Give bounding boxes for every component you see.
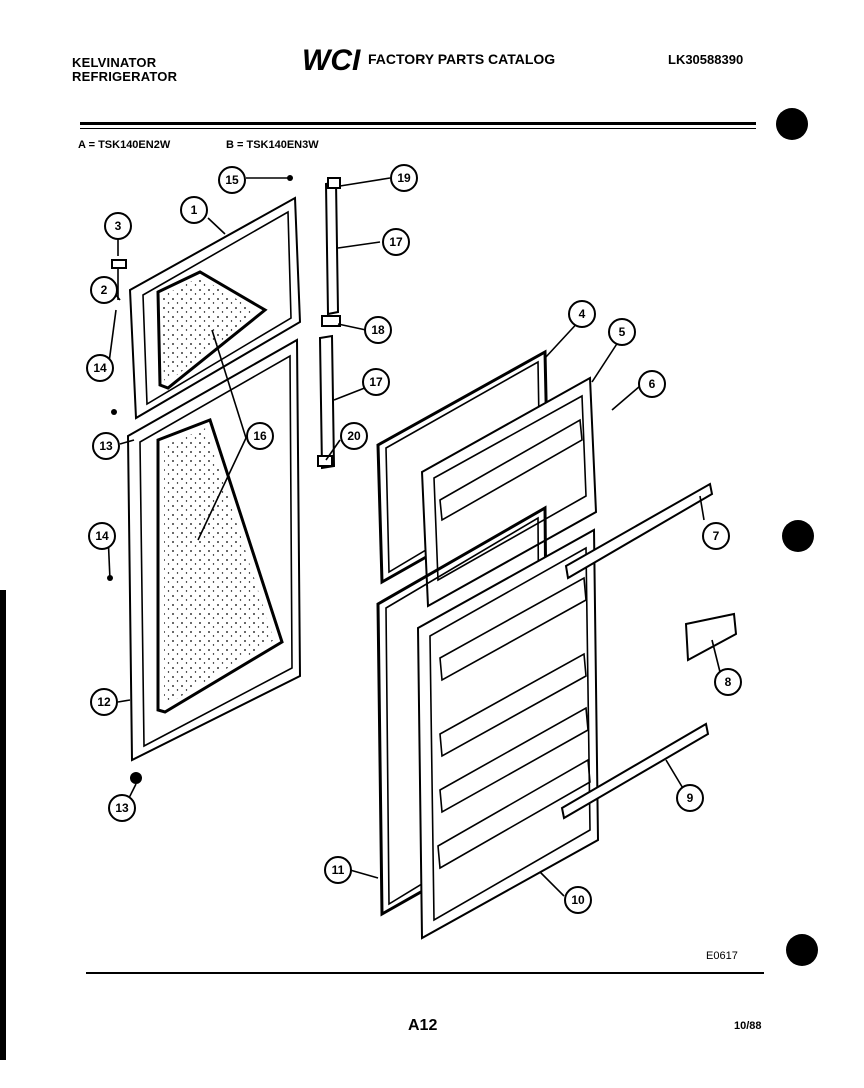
svg-text:3: 3 bbox=[115, 219, 122, 233]
header-rule bbox=[80, 122, 756, 125]
svg-text:14: 14 bbox=[93, 361, 107, 375]
punch-hole-top bbox=[776, 108, 808, 140]
svg-text:16: 16 bbox=[253, 429, 267, 443]
svg-text:13: 13 bbox=[115, 801, 129, 815]
callout-18: 18 bbox=[364, 316, 392, 344]
callout-15: 15 bbox=[218, 166, 246, 194]
callout-17-bottom: 17 bbox=[362, 368, 390, 396]
page-number: A12 bbox=[408, 1017, 438, 1034]
punch-hole-middle bbox=[782, 520, 814, 552]
header-rule-thin bbox=[80, 128, 756, 129]
svg-text:10: 10 bbox=[571, 893, 585, 907]
svg-text:5: 5 bbox=[619, 325, 626, 339]
page-edge-mark bbox=[0, 590, 6, 1060]
svg-text:2: 2 bbox=[101, 283, 108, 297]
svg-text:4: 4 bbox=[579, 307, 586, 321]
callout-1: 1 bbox=[180, 196, 208, 224]
svg-text:15: 15 bbox=[225, 173, 239, 187]
catalog-title: FACTORY PARTS CATALOG bbox=[368, 51, 556, 67]
svg-text:7: 7 bbox=[713, 529, 720, 543]
punch-hole-bottom bbox=[786, 934, 818, 966]
wci-logo: WCI bbox=[302, 44, 361, 74]
svg-text:17: 17 bbox=[389, 235, 403, 249]
callout-12: 12 bbox=[90, 688, 118, 716]
callout-2: 2 bbox=[90, 276, 118, 304]
callout-16-left: 16 bbox=[246, 422, 274, 450]
brand-block: KELVINATOR REFRIGERATOR bbox=[72, 56, 177, 84]
shelf-rails bbox=[560, 482, 738, 820]
svg-text:11: 11 bbox=[332, 863, 345, 877]
svg-text:17: 17 bbox=[369, 375, 383, 389]
callout-13-bottom: 13 bbox=[108, 794, 136, 822]
catalog-part-number: LK30588390 bbox=[668, 52, 744, 67]
callout-bubbles: 1 2 3 4 5 6 7 8 9 10 11 12 13 13 14 14 1… bbox=[86, 164, 742, 914]
svg-text:19: 19 bbox=[397, 171, 411, 185]
footer-rule bbox=[86, 972, 764, 974]
svg-text:18: 18 bbox=[371, 323, 385, 337]
svg-text:8: 8 bbox=[725, 675, 732, 689]
door-handles bbox=[317, 177, 341, 470]
model-a-label: A = TSK140EN2W bbox=[78, 139, 171, 151]
model-b-label: B = TSK140EN3W bbox=[226, 139, 319, 151]
svg-text:1: 1 bbox=[191, 203, 198, 217]
leader-lines bbox=[107, 177, 721, 897]
fresh-food-inner-panel bbox=[416, 528, 600, 940]
callout-13-top: 13 bbox=[92, 432, 120, 460]
svg-text:13: 13 bbox=[99, 439, 113, 453]
callout-19: 19 bbox=[390, 164, 418, 192]
hinge-parts bbox=[107, 175, 293, 784]
callout-14-top: 14 bbox=[86, 354, 114, 382]
freezer-inner-panel bbox=[420, 376, 598, 608]
freezer-door bbox=[128, 196, 302, 420]
callout-11: 11 bbox=[324, 856, 352, 884]
callout-7: 7 bbox=[702, 522, 730, 550]
callout-20: 20 bbox=[340, 422, 368, 450]
revision-date: 10/88 bbox=[734, 1020, 762, 1032]
svg-text:20: 20 bbox=[347, 429, 361, 443]
illustration-code: E0617 bbox=[706, 950, 738, 962]
callout-5: 5 bbox=[608, 318, 636, 346]
callout-14-bottom: 14 bbox=[88, 522, 116, 550]
callout-8: 8 bbox=[714, 668, 742, 696]
svg-text:12: 12 bbox=[97, 695, 111, 709]
callout-4: 4 bbox=[568, 300, 596, 328]
callout-10: 10 bbox=[564, 886, 592, 914]
callout-9: 9 bbox=[676, 784, 704, 812]
svg-text:9: 9 bbox=[687, 791, 694, 805]
callout-6: 6 bbox=[638, 370, 666, 398]
callout-17-top: 17 bbox=[382, 228, 410, 256]
callout-3: 3 bbox=[104, 212, 132, 240]
svg-text:14: 14 bbox=[95, 529, 109, 543]
brand-name: KELVINATOR bbox=[72, 55, 157, 70]
product-type: REFRIGERATOR bbox=[72, 69, 178, 84]
logo-text: WCI bbox=[302, 44, 361, 74]
svg-text:6: 6 bbox=[649, 377, 656, 391]
